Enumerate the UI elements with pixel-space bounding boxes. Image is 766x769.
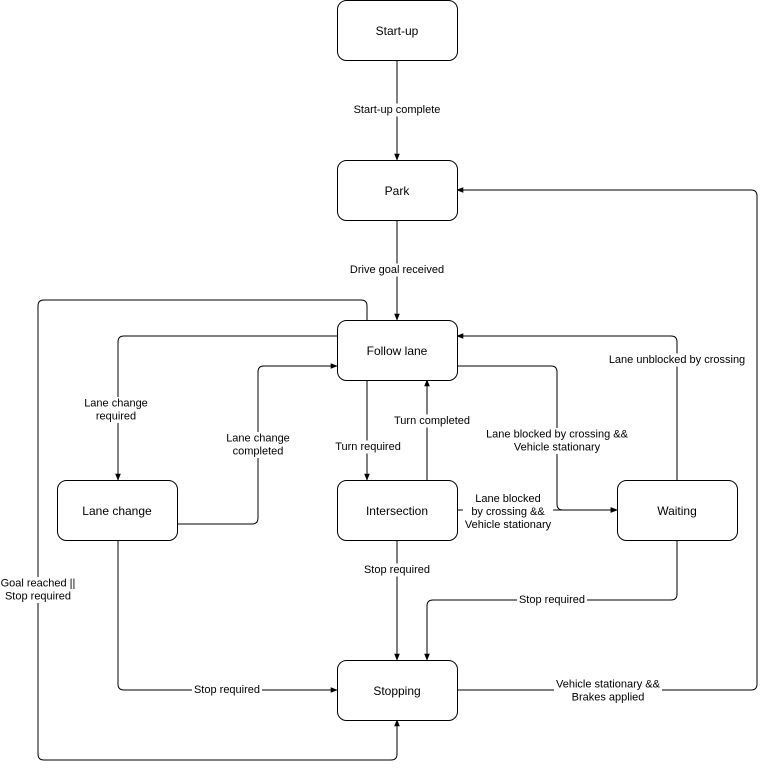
edge-label-background <box>391 414 473 428</box>
edge-label-background <box>347 263 447 277</box>
edge-label-line: Vehicle stationary <box>465 519 552 531</box>
edge-label-line: Lane change <box>84 398 148 410</box>
edge-label-line: Start-up complete <box>354 104 441 116</box>
label-drive-goal-received: Drive goal received <box>347 263 447 277</box>
edge-label-background <box>351 103 443 117</box>
edge-label-background <box>333 440 403 454</box>
edge-label-line: Lane blocked <box>475 493 540 505</box>
edge-stopping-to-park <box>456 187 758 691</box>
state-intersection-label: Intersection <box>366 504 428 518</box>
edge-label-line: by crossing && <box>471 506 545 518</box>
state-lane-change-label: Lane change <box>82 504 152 518</box>
edge-label-background <box>462 492 554 532</box>
edge-label-line: Vehicle stationary <box>514 442 601 454</box>
state-startup: Start-up <box>337 0 458 61</box>
edge-label-background <box>516 593 588 607</box>
edge-label-line: Turn completed <box>394 415 470 427</box>
edge-label-line: Stop required <box>364 564 430 576</box>
edge-label-line: Stop required <box>519 594 585 606</box>
state-park-label: Park <box>385 184 411 198</box>
label-stop-required-intersection: Stop required <box>361 563 433 577</box>
state-waiting: Waiting <box>617 480 738 541</box>
edge-label-background <box>361 563 433 577</box>
label-vehicle-stationary-brakes: Vehicle stationary &&Brakes applied <box>554 678 662 704</box>
label-startup-complete: Start-up complete <box>351 103 443 117</box>
edge-label-line: completed <box>233 446 284 458</box>
edge-lane-change-to-stopping <box>117 540 338 693</box>
state-stopping-label: Stopping <box>373 684 420 698</box>
edge-label-line: Vehicle stationary && <box>556 679 661 691</box>
edge-label-background <box>224 432 292 458</box>
edge-label-line: required <box>96 411 136 423</box>
label-turn-completed: Turn completed <box>391 414 473 428</box>
state-follow-lane: Follow lane <box>337 320 458 381</box>
edge-label-background <box>484 428 630 454</box>
edge-follow-lane-to-lane-change <box>115 335 337 481</box>
edge-label-background <box>82 397 150 423</box>
edge-label-background <box>0 577 78 603</box>
edge-follow-lane-to-stopping <box>37 299 400 761</box>
state-intersection: Intersection <box>337 480 458 541</box>
state-startup-label: Start-up <box>376 24 419 38</box>
edge-label-line: Lane blocked by crossing && <box>486 429 629 441</box>
edge-label-background <box>191 683 263 697</box>
edge-label-line: Stop required <box>194 684 260 696</box>
state-lane-change: Lane change <box>57 480 178 541</box>
edge-label-line: Stop required <box>5 591 71 603</box>
edge-waiting-to-follow-lane <box>456 333 678 480</box>
edge-label-background <box>606 353 748 367</box>
state-stopping: Stopping <box>337 660 458 721</box>
label-lane-blocked-follow: Lane blocked by crossing &&Vehicle stati… <box>484 428 630 454</box>
label-stop-required-lane-change: Stop required <box>191 683 263 697</box>
edge-label-line: Drive goal received <box>350 264 444 276</box>
label-stop-required-waiting: Stop required <box>516 593 588 607</box>
edge-label-line: Brakes applied <box>572 692 645 704</box>
edge-label-background <box>554 678 662 704</box>
label-lane-unblocked: Lane unblocked by crossing <box>606 353 748 367</box>
edge-label-line: Goal reached || <box>1 578 76 590</box>
edge-label-line: Turn required <box>335 441 401 453</box>
state-waiting-label: Waiting <box>657 504 697 518</box>
state-park: Park <box>337 160 458 221</box>
edge-label-line: Lane unblocked by crossing <box>609 354 745 366</box>
state-follow-lane-label: Follow lane <box>367 344 428 358</box>
label-goal-reached: Goal reached ||Stop required <box>0 577 78 603</box>
label-turn-required: Turn required <box>333 440 403 454</box>
edge-label-line: Lane change <box>226 433 290 445</box>
